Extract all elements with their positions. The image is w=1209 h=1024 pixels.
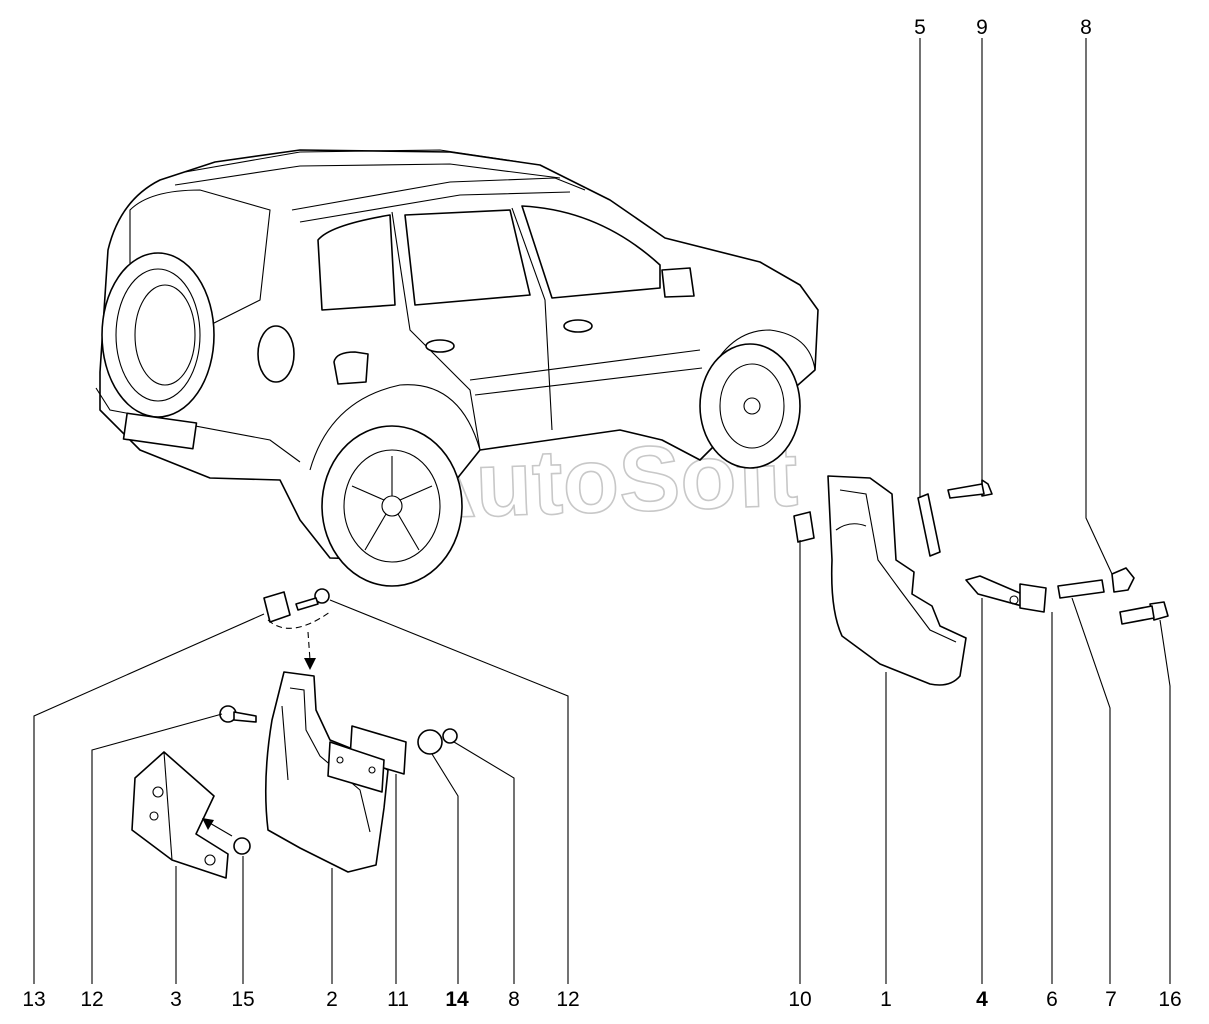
callout-12-left: 12 xyxy=(80,988,103,1011)
callout-7: 7 xyxy=(1105,988,1117,1011)
callout-8-bottom: 8 xyxy=(508,988,520,1011)
callout-13: 13 xyxy=(22,988,45,1011)
callout-6: 6 xyxy=(1046,988,1058,1011)
callout-5: 5 xyxy=(914,16,926,39)
bracket-part-4 xyxy=(965,575,1023,607)
callout-2: 2 xyxy=(326,988,338,1011)
nut-part-8-left xyxy=(442,728,458,744)
screw-part-9 xyxy=(947,479,993,499)
screw-part-12-top xyxy=(295,588,330,611)
callout-11: 11 xyxy=(387,988,409,1011)
nut-part-8-right xyxy=(1111,567,1135,593)
washer-part-14 xyxy=(417,729,443,755)
plate-part-6 xyxy=(1019,583,1047,613)
callout-1: 1 xyxy=(880,988,892,1011)
callout-4: 4 xyxy=(976,988,988,1011)
leader-lines xyxy=(33,38,1171,984)
callout-10: 10 xyxy=(788,988,811,1011)
callout-15: 15 xyxy=(231,988,254,1011)
nut-part-15 xyxy=(233,837,251,855)
front-mudflap-assembly xyxy=(793,475,1169,686)
callout-3: 3 xyxy=(170,988,182,1011)
screw-part-12-left xyxy=(219,705,257,723)
callout-9: 9 xyxy=(976,16,988,39)
stud-part-7 xyxy=(1057,579,1105,599)
callout-16: 16 xyxy=(1158,988,1181,1011)
bolt-part-16 xyxy=(1119,601,1169,625)
mudflap-part-1 xyxy=(827,475,967,686)
clip-part-13 xyxy=(263,591,291,623)
callout-8-top: 8 xyxy=(1080,16,1092,39)
strip-part-5 xyxy=(917,493,941,557)
rear-mudflap-assembly xyxy=(131,588,458,879)
vehicle-illustration xyxy=(95,149,819,587)
bracket-part-3 xyxy=(131,751,229,879)
clip-part-10 xyxy=(793,511,815,543)
callout-14: 14 xyxy=(445,988,469,1011)
callout-labels: 5 9 8 13 12 3 15 2 11 14 8 12 10 1 4 6 7… xyxy=(22,16,1181,1011)
callout-12-right: 12 xyxy=(556,988,579,1011)
